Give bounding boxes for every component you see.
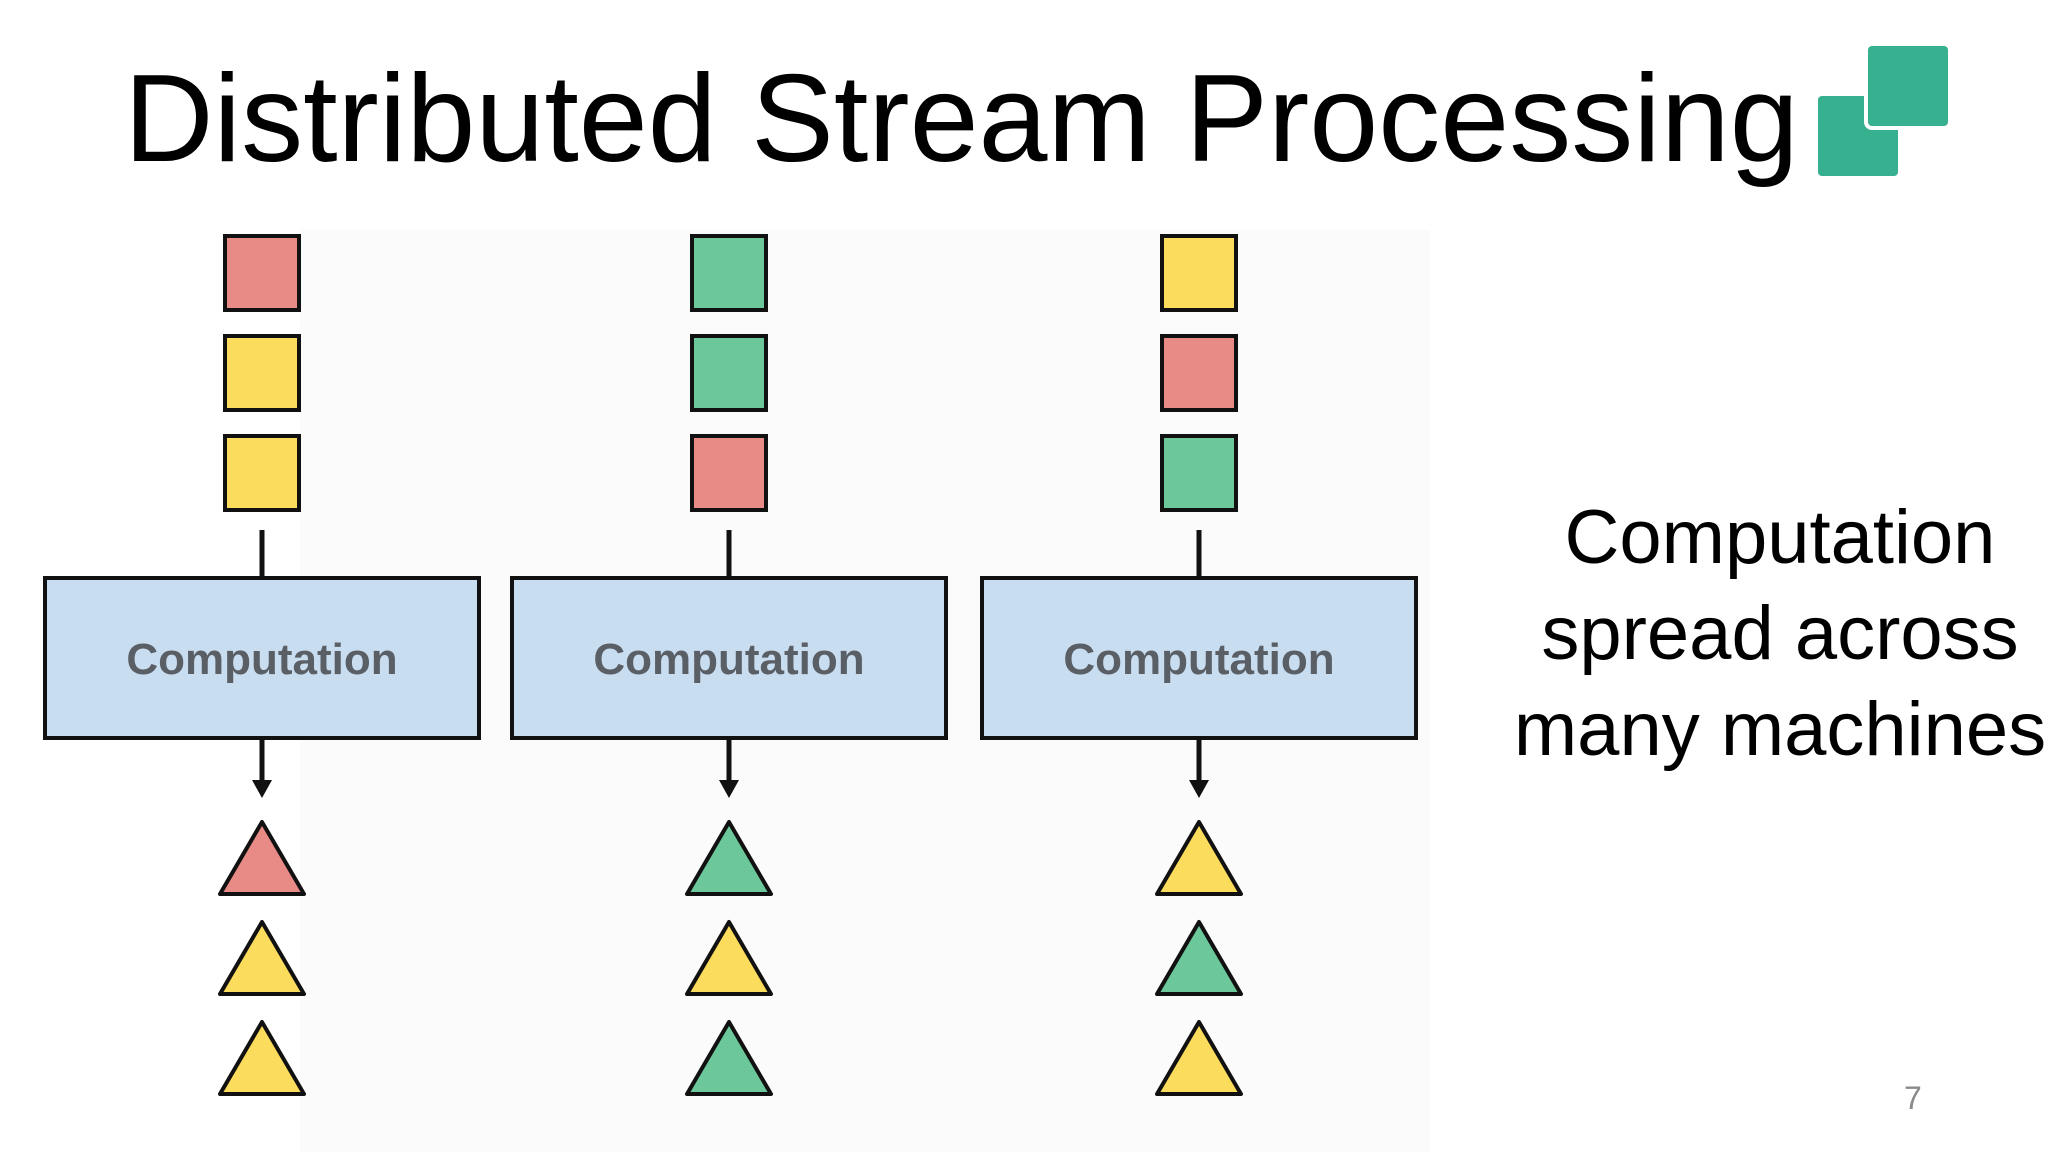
output-triangle-3-1 xyxy=(1155,820,1243,896)
computation-label-1: Computation xyxy=(126,635,397,684)
output-arrowhead-3 xyxy=(1189,780,1209,798)
stream-diagram: Computation Computation Computation xyxy=(43,234,1418,1096)
side-note-line-3: many machines xyxy=(1513,687,2047,772)
side-note: Computation spread across many machines xyxy=(1480,490,2048,778)
computation-box-2 xyxy=(510,576,948,740)
input-square-1-1 xyxy=(223,234,301,312)
input-square-3-2 xyxy=(1160,334,1238,412)
output-arrowhead-1 xyxy=(252,780,272,798)
input-square-2-3 xyxy=(690,434,768,512)
logo-front-square xyxy=(1864,44,1952,130)
output-triangle-2-2 xyxy=(685,920,773,996)
output-triangle-1-1 xyxy=(218,820,306,896)
page-number: 7 xyxy=(1904,1080,1922,1116)
input-square-2-1 xyxy=(690,234,768,312)
side-note-line-2: spread across xyxy=(1541,591,2019,676)
output-triangle-2-3 xyxy=(685,1020,773,1096)
input-square-3-1 xyxy=(1160,234,1238,312)
input-square-1-2 xyxy=(223,334,301,412)
input-square-1-3 xyxy=(223,434,301,512)
output-arrowhead-2 xyxy=(719,780,739,798)
side-note-line-1: Computation xyxy=(1564,495,1996,580)
output-triangle-2-1 xyxy=(685,820,773,896)
output-triangle-1-2 xyxy=(218,920,306,996)
output-triangle-1-3 xyxy=(218,1020,306,1096)
output-triangle-3-3 xyxy=(1155,1020,1243,1096)
slide-title: Distributed Stream Processing xyxy=(124,50,1799,188)
output-triangle-3-2 xyxy=(1155,920,1243,996)
input-square-2-2 xyxy=(690,334,768,412)
logo-icon xyxy=(1816,44,1952,178)
computation-label-2: Computation xyxy=(593,635,864,684)
input-square-3-3 xyxy=(1160,434,1238,512)
computation-label-3: Computation xyxy=(1063,635,1334,684)
